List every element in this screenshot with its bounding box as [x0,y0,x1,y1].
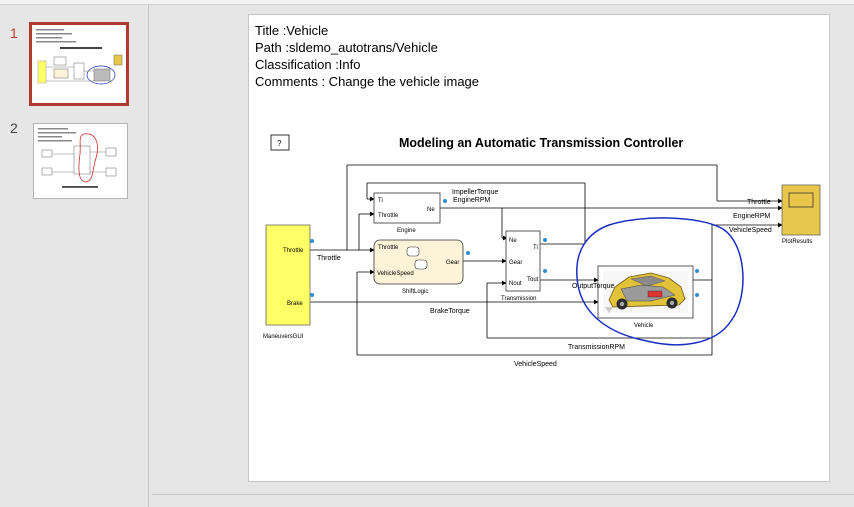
transmission-ti-port: Ti [533,245,538,251]
window-top-strip [0,0,854,5]
signal-plot-throttle: Throttle [747,199,771,206]
test-point-icon [543,269,547,273]
thumbnail-1-preview [36,29,123,85]
slide-number-1: 1 [10,25,18,41]
shiftlogic-gear-port: Gear [446,260,459,266]
help-button[interactable] [270,134,290,151]
transmission-ne-port: Ne [509,238,517,244]
simulink-diagram: ? Modeling an Automatic Transmission Con… [263,134,821,368]
signal-throttle: Throttle [317,255,341,262]
engine-throttle-port: Throttle [378,213,399,219]
vehicle-label: Vehicle [634,323,654,329]
slide-thumbnail-1[interactable] [29,22,129,106]
annotation-ink-circle [576,217,744,346]
shiftlogic-label: ShiftLogic [402,289,428,295]
signal-brake-torque: BrakeTorque [430,308,470,315]
transmission-gear-port: Gear [509,260,522,266]
plot-results-label: PlotResults [782,239,812,245]
maneuvers-brake-port: Brake [287,301,303,307]
stateflow-state-icon [414,259,428,270]
slide-canvas[interactable]: Title :Vehicle Path :sldemo_autotrans/Ve… [248,14,830,482]
test-point-icon [543,238,547,242]
signal-impeller-torque: ImpellerTorque [452,189,498,196]
thumbnail-2-preview [38,128,117,188]
note-classification: Classification :Info [255,57,361,72]
test-point-icon [310,239,314,243]
vehicle-image-icon [603,271,688,313]
test-point-icon [310,293,314,297]
pane-divider [152,494,854,495]
signal-transmission-rpm: TransmissionRPM [568,344,625,351]
slide-number-2: 2 [10,120,18,136]
maneuvers-throttle-port: Throttle [283,248,304,254]
diagram-title: Modeling an Automatic Transmission Contr… [399,136,683,150]
engine-ne-port: Ne [427,207,435,213]
test-point-icon [695,293,699,297]
scope-screen-icon [788,192,814,208]
slide-thumbnail-pane[interactable]: 1 2 [0,5,149,507]
signal-plot-vehicle-speed: VehicleSpeed [729,227,772,234]
test-point-icon [443,199,447,203]
signal-engine-rpm: EngineRPM [453,197,491,204]
engine-block[interactable] [373,192,441,224]
test-point-icon [695,269,699,273]
maneuvers-gui-label: ManeuversGUI [263,334,304,340]
note-comments: Comments : Change the vehicle image [255,74,480,89]
transmission-block[interactable] [505,230,541,292]
transmission-tout-port: Tout [527,277,539,283]
test-point-icon [466,251,470,255]
signal-plot-engine-rpm: EngineRPM [733,213,771,220]
slide-thumbnail-2[interactable] [33,123,128,199]
note-path: Path :sldemo_autotrans/Vehicle [255,40,438,55]
note-title: Title :Vehicle [255,23,329,38]
shiftlogic-throttle-port: Throttle [378,245,399,251]
stateflow-state-icon [406,246,420,257]
transmission-label: Transmission [501,296,536,302]
test-point-markers [310,199,699,297]
maneuvers-gui-block[interactable] [265,224,311,326]
engine-label: Engine [397,228,416,234]
plot-results-block[interactable] [781,184,821,236]
engine-ti-port: Ti [378,198,383,204]
transmission-nout-port: Nout [509,281,522,287]
shiftlogic-speed-port: VehicleSpeed [377,271,414,277]
signal-output-torque: OutputTorque [572,283,615,290]
signal-vehicle-speed: VehicleSpeed [514,361,557,368]
help-label: ? [277,139,282,148]
